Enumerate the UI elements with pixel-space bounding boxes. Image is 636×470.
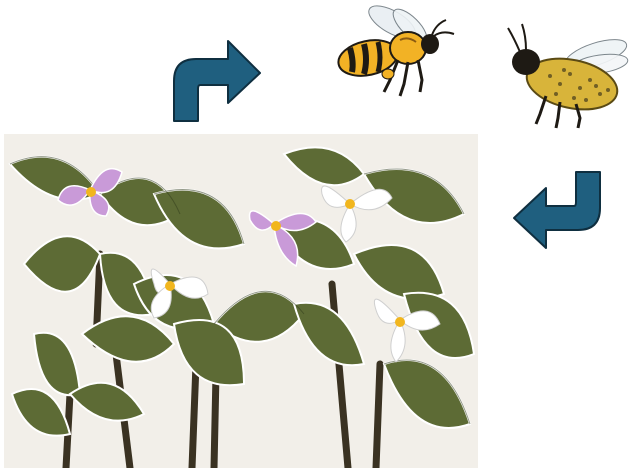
honeybee-icon bbox=[330, 0, 460, 102]
curved-arrow-down-left-icon bbox=[508, 168, 608, 252]
fuzzy-bee-icon bbox=[500, 14, 636, 132]
trillium-flowers-illustration bbox=[4, 134, 478, 468]
curved-arrow-up-right-icon bbox=[168, 33, 264, 125]
